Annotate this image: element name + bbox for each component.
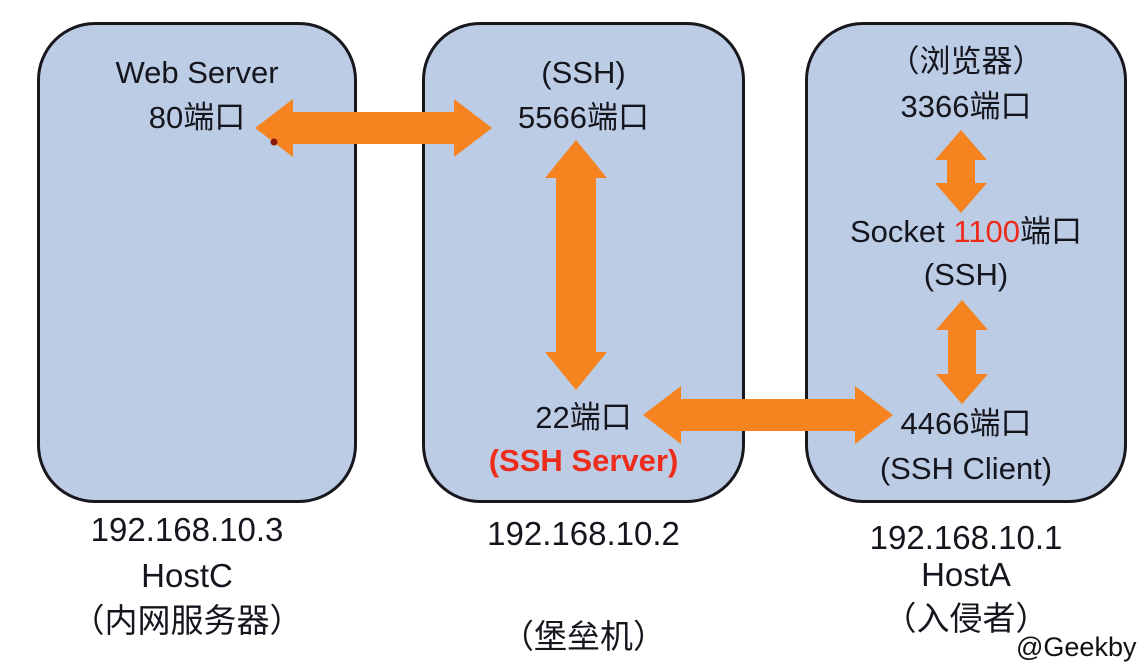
hostc-service-label: Web Server — [115, 55, 279, 90]
socket-label: Socket — [849, 214, 945, 249]
hosta-client-port-label: 4466端口 — [900, 406, 1032, 441]
hostc-box — [37, 22, 357, 503]
bastion-ip-label: 192.168.10.2 — [487, 515, 680, 552]
watermark: @Geekby — [1016, 632, 1137, 662]
hosta-browser-port-label: 3366端口 — [900, 89, 1032, 124]
bastion-ssh-port-label: 22端口 — [535, 400, 632, 435]
bastion-protocol-label: (SSH) — [541, 55, 626, 90]
bastion-ssh-role-label: (SSH Server) — [488, 443, 679, 478]
hosta-socket-protocol-label: (SSH) — [923, 257, 1009, 292]
socket-port-number: 1100 — [953, 214, 1021, 249]
socket-port-unit: 端口 — [1020, 214, 1083, 249]
hosta-role-label: （入侵者） — [883, 600, 1049, 637]
hosta-ip-label: 192.168.10.1 — [869, 519, 1063, 556]
hostc-port-label: 80端口 — [148, 100, 246, 135]
hosta-client-role-label: (SSH Client) — [879, 451, 1053, 486]
hostc-name-label: HostC — [141, 557, 233, 594]
bastion-forward-port-label: 5566端口 — [518, 100, 649, 135]
hosta-app-label: （浏览器） — [888, 44, 1044, 79]
bastion-role-label: （堡垒机） — [501, 618, 666, 651]
hostc-role-label: （内网服务器） — [71, 602, 303, 639]
hosta-socket-line: Socket 1100端口 — [805, 214, 1127, 250]
hosta-name-label: HostA — [921, 556, 1011, 593]
hostc-ip-label: 192.168.10.3 — [90, 511, 284, 548]
